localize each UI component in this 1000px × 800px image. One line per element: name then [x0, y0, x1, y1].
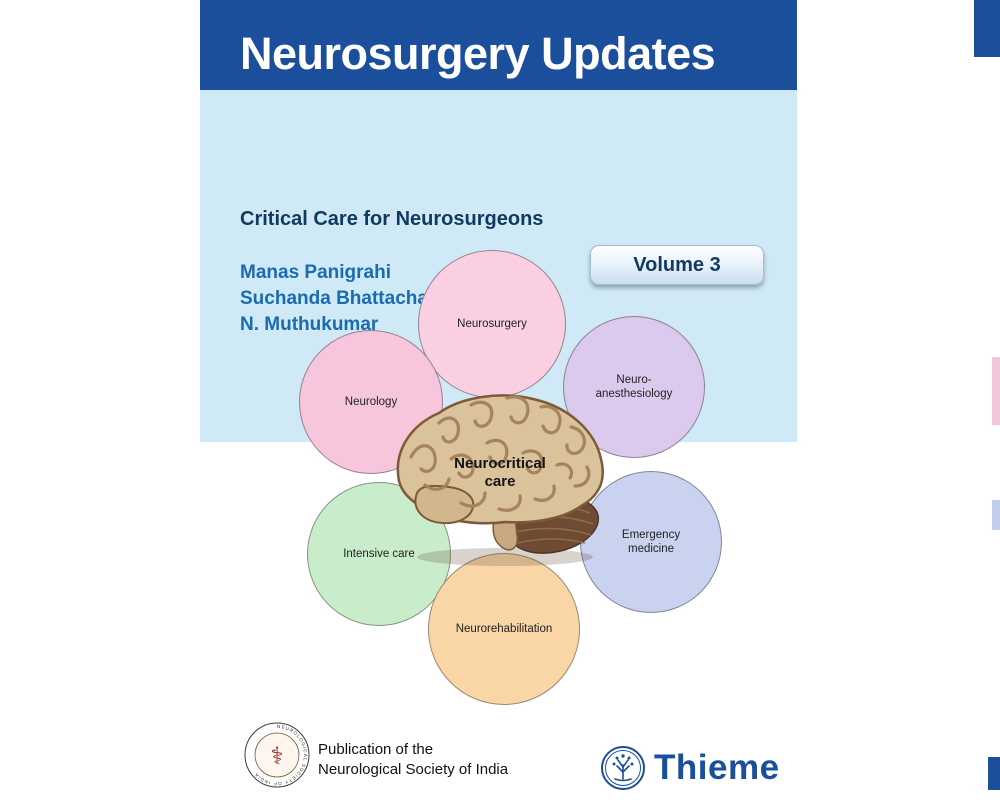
circle-label: Neurosurgery	[457, 318, 527, 330]
edge-fragment	[974, 0, 1000, 57]
publisher-logo: Thieme	[600, 745, 780, 791]
publication-line1: Publication of the	[318, 741, 434, 758]
center-label: Neurocritical care	[454, 455, 546, 490]
discipline-circle-neurorehabilitation: Neurorehabilitation	[428, 553, 580, 705]
circle-label: Neuro-anesthesiology	[595, 374, 673, 400]
edge-fragment	[988, 757, 1000, 790]
header-band: Neurosurgery Updates	[200, 0, 797, 90]
author-list: Manas Panigrahi Suchanda Bhattacharjee N…	[240, 260, 462, 338]
thieme-wordmark: Thieme	[654, 748, 780, 787]
edge-fragment	[992, 500, 1000, 530]
author-name: N. Muthukumar	[240, 314, 379, 335]
publication-credit: Publication of the Neurological Society …	[318, 740, 508, 780]
volume-badge: Volume 3	[590, 245, 764, 285]
author-name: Manas Panigrahi	[240, 262, 391, 283]
book-cover: Neurosurgery Updates Critical Care for N…	[200, 0, 797, 800]
circle-label: Neurology	[344, 396, 398, 408]
asclepius-staff-icon: ⚕	[271, 743, 284, 770]
publication-line2: Neurological Society of India	[318, 761, 509, 778]
brain-illustration-icon	[396, 394, 604, 566]
circle-label: Neurorehabilitation	[455, 623, 553, 635]
edge-fragment	[992, 357, 1000, 425]
thieme-tree-icon	[601, 746, 645, 790]
discipline-circle-neurosurgery: Neurosurgery	[418, 250, 566, 398]
author-name: Suchanda Bhattacharjee	[240, 288, 462, 309]
circle-label: Intensive care	[343, 548, 415, 560]
circle-label: Emergency medicine	[621, 529, 681, 555]
neurological-society-seal-icon: NEUROLOGICAL SOCIETY OF INDIA ⚕	[244, 722, 310, 788]
book-subtitle: Critical Care for Neurosurgeons	[240, 208, 544, 230]
book-title: Neurosurgery Updates	[240, 28, 716, 80]
